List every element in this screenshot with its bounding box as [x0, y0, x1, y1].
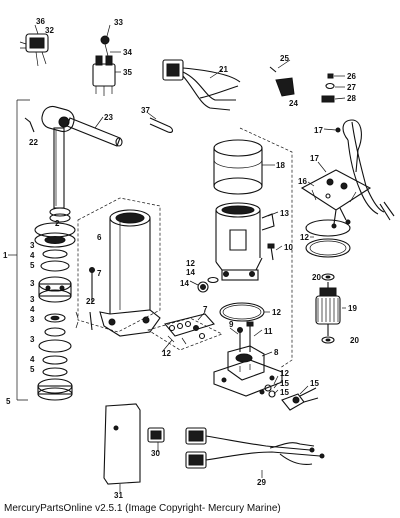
label-16: 16 [298, 177, 307, 186]
part-26-27-28-hardware [321, 73, 335, 103]
part-8-pump-body [213, 345, 283, 397]
part-9-valve [237, 327, 243, 352]
label-31: 31 [114, 491, 123, 500]
label-20-b: 20 [350, 336, 359, 345]
label-33: 33 [114, 18, 123, 27]
label-24: 24 [289, 99, 298, 108]
label-8: 8 [274, 348, 279, 357]
part-16-brush-plate [300, 169, 372, 229]
label-4-c: 4 [30, 355, 35, 364]
part-12-o-ring [219, 302, 265, 322]
part-30-relay [147, 427, 165, 443]
label-5: 5 [6, 397, 11, 406]
label-4-b: 4 [30, 305, 35, 314]
label-23: 23 [104, 113, 113, 122]
label-2: 2 [55, 219, 60, 228]
label-27: 27 [347, 83, 356, 92]
label-12-mid: 12 [186, 259, 195, 268]
label-17-top: 17 [314, 126, 323, 135]
part-19-armature [315, 282, 341, 336]
part-23-manual-release-rod [41, 105, 123, 147]
label-29: 29 [257, 478, 266, 487]
label-22-top: 22 [29, 138, 38, 147]
label-5-b: 5 [30, 365, 35, 374]
label-11: 11 [264, 327, 273, 336]
label-22-mid: 22 [86, 297, 95, 306]
label-3-b: 3 [30, 279, 35, 288]
part-7-screw [89, 267, 95, 302]
label-3-e: 3 [30, 335, 35, 344]
part-20-washer-lower [321, 336, 335, 344]
label-12-pump: 12 [280, 369, 289, 378]
part-13-motor-housing [215, 202, 275, 281]
cylinder-stack [34, 222, 79, 401]
label-18: 18 [276, 161, 285, 170]
label-7-left: 7 [97, 269, 102, 278]
label-35: 35 [123, 68, 132, 77]
label-34: 34 [123, 48, 132, 57]
part-24-25-bracket [269, 66, 295, 97]
label-15-a: 15 [280, 379, 289, 388]
part-10-screw [267, 243, 275, 261]
label-3-c: 3 [30, 295, 35, 304]
label-37: 37 [141, 106, 150, 115]
label-36: 36 [36, 17, 45, 26]
label-20-a: 20 [312, 273, 321, 282]
label-10: 10 [284, 243, 293, 252]
part-22-screw [24, 117, 35, 133]
part-33-34-35-relay [92, 35, 116, 96]
label-30: 30 [151, 449, 160, 458]
part-32-relay-socket [19, 33, 49, 67]
part-12-o-rings-right [305, 219, 351, 258]
label-12-valve: 12 [162, 349, 171, 358]
label-25: 25 [280, 54, 289, 63]
label-6: 6 [97, 233, 102, 242]
part-6-cylinder [77, 197, 161, 337]
label-13: 13 [280, 209, 289, 218]
label-1: 1 [3, 251, 8, 260]
label-14: 14 [180, 279, 189, 288]
part-37-clip [149, 117, 174, 133]
label-12-right: 12 [300, 233, 309, 242]
part-15-fittings [281, 387, 319, 411]
label-12-ring: 12 [272, 308, 281, 317]
part-11-screw [246, 321, 254, 352]
label-32: 32 [45, 26, 54, 35]
label-3-d: 3 [30, 315, 35, 324]
part-14-fill-plug [197, 276, 219, 293]
part-1-piston-rod [49, 127, 71, 223]
part-22-pin [89, 311, 93, 331]
part-18-sleeve [213, 139, 263, 195]
label-4-a: 4 [30, 251, 35, 260]
label-19: 19 [348, 304, 357, 313]
label-5-a: 5 [30, 261, 35, 270]
label-9: 9 [229, 320, 234, 329]
copyright-caption: MercuryPartsOnline v2.5.1 (Image Copyrig… [4, 503, 281, 514]
label-26: 26 [347, 72, 356, 81]
label-17: 17 [310, 154, 319, 163]
label-14-a: 14 [186, 268, 195, 277]
part-29-harness [185, 427, 325, 469]
part-21-harness [162, 59, 241, 111]
part-20-washer [321, 273, 335, 281]
label-3-a: 3 [30, 241, 35, 250]
label-15-b: 15 [310, 379, 319, 388]
label-15-c: 15 [280, 388, 289, 397]
part-12-15-seals [259, 384, 276, 398]
label-7: 7 [203, 305, 208, 314]
part-31-decal [103, 403, 141, 485]
label-28: 28 [347, 94, 356, 103]
label-21: 21 [219, 65, 228, 74]
